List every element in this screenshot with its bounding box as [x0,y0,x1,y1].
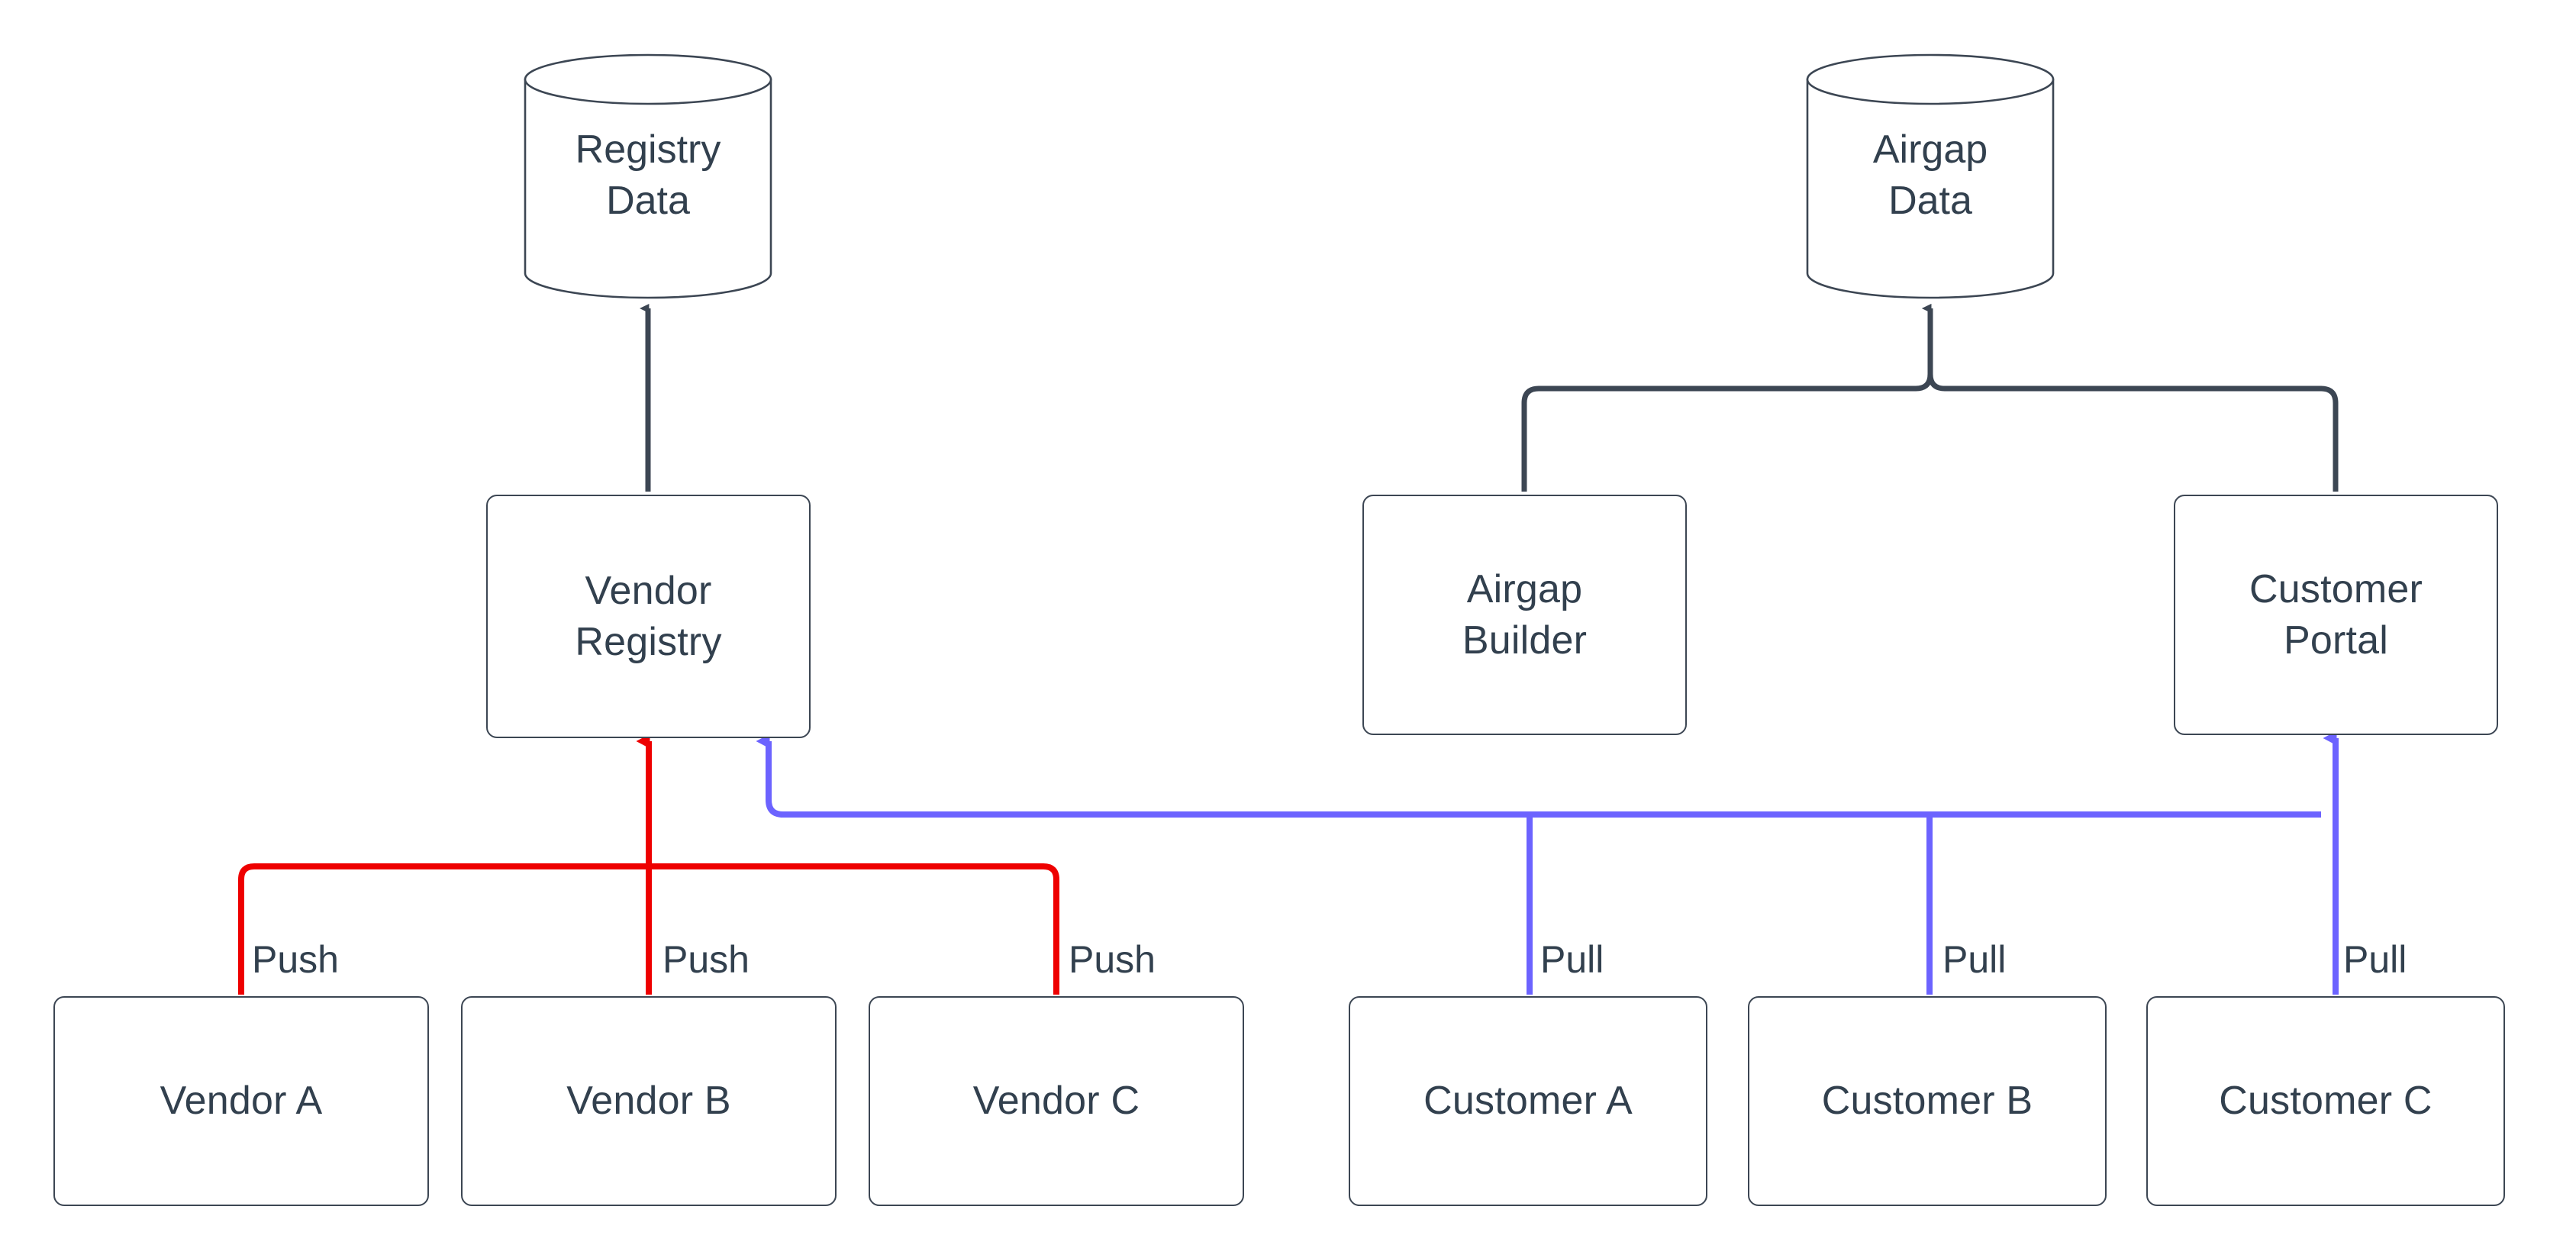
node-airgap-builder[interactable]: Airgap Builder [1362,495,1687,735]
edge-label-push-vendor-b: Push [663,938,750,981]
edge-label-push-vendor-a: Push [252,938,339,981]
edge-vendor-c-push [649,863,1059,995]
datastore-airgap-data-label: Airgap Data [1872,127,1988,223]
edge-pull-bus-to-vendor-registry [756,734,1530,818]
edge-airgap-builder-to-airgap-data [1521,303,1933,492]
node-customer-portal[interactable]: Customer Portal [2174,495,2498,735]
node-vendor-c[interactable]: Vendor C [869,996,1244,1206]
edge-label-pull-customer-a: Pull [1540,938,1604,981]
node-vendor-a[interactable]: Vendor A [53,996,429,1206]
node-customer-b[interactable]: Customer B [1748,996,2107,1206]
node-customer-a[interactable]: Customer A [1349,996,1707,1206]
registry-data-cylinder [524,53,772,299]
edge-label-push-vendor-c: Push [1069,938,1156,981]
edge-label-pull-customer-b: Pull [1942,938,2007,981]
node-customer-c[interactable]: Customer C [2146,996,2505,1206]
edge-customer-portal-to-airgap-data [1921,303,2339,492]
node-vendor-b[interactable]: Vendor B [461,996,837,1206]
edge-label-pull-customer-c: Pull [2343,938,2407,981]
datastore-registry-data-label: Registry Data [575,127,721,223]
edge-vendor-a-push [238,863,649,995]
airgap-data-cylinder [1806,53,2055,299]
node-vendor-registry[interactable]: Vendor Registry [486,495,811,738]
